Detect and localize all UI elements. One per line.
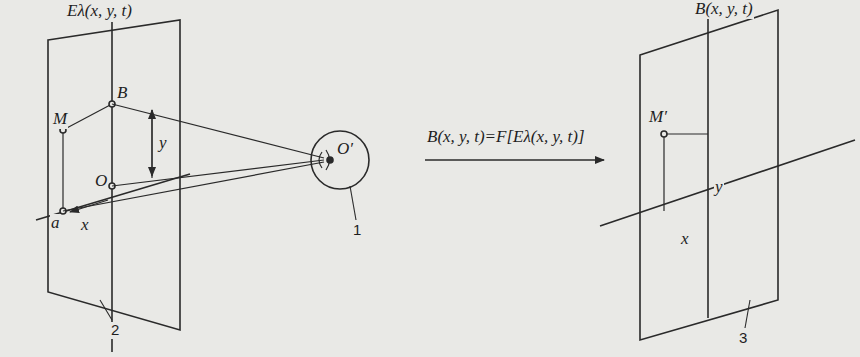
vertical-axis xyxy=(707,8,709,318)
eye-node xyxy=(327,157,333,163)
leader-line xyxy=(745,300,750,328)
axis-label: y xyxy=(158,134,168,153)
eye xyxy=(311,131,369,189)
y-arrow xyxy=(151,110,152,178)
function-label: Eλ(x, y, t) xyxy=(66,2,133,21)
callout-number: 3 xyxy=(738,330,748,347)
construction-line xyxy=(63,104,112,130)
leader-line xyxy=(350,186,356,220)
axis-label: x xyxy=(680,230,690,249)
point-label: a xyxy=(50,214,61,233)
construction-line xyxy=(664,134,708,211)
axis-label: y xyxy=(714,178,724,197)
point-label: M′ xyxy=(648,108,668,127)
leader-line xyxy=(100,300,112,320)
horizontal-axis xyxy=(600,140,855,226)
points xyxy=(60,101,115,214)
construction-line xyxy=(62,130,63,211)
point-label: B xyxy=(116,84,128,103)
axis-label: x xyxy=(80,216,90,235)
point-label: M xyxy=(52,110,68,129)
y-arrow xyxy=(151,110,152,176)
callout-number: 1 xyxy=(352,222,362,239)
image-plane xyxy=(48,20,180,330)
formula: B(x, y, t)=F[Eλ(x, y, t)] xyxy=(426,128,586,147)
function-label: B(x, y, t) xyxy=(694,0,754,19)
rays xyxy=(63,104,324,211)
transform-arrow xyxy=(425,159,604,161)
point-label: O′ xyxy=(336,140,354,159)
callout-number: 2 xyxy=(110,322,120,339)
image-plane xyxy=(640,10,778,340)
point-label: O xyxy=(94,172,108,191)
point xyxy=(661,131,667,137)
